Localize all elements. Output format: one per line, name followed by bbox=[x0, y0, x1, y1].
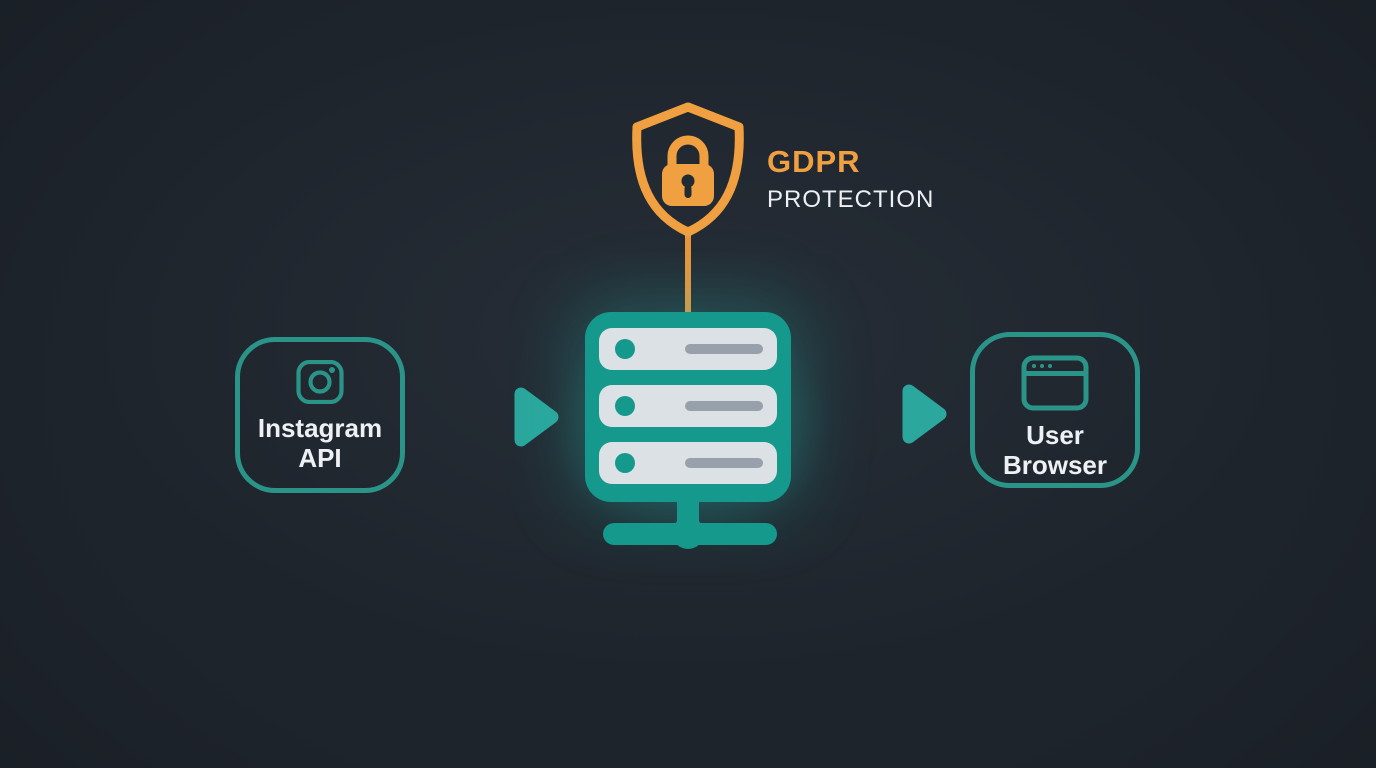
server-bar bbox=[599, 442, 777, 484]
node-label-instagram-api: Instagram API bbox=[257, 413, 383, 473]
shield-lock-icon bbox=[632, 102, 744, 237]
server-icon bbox=[585, 312, 791, 502]
server-led-icon bbox=[615, 396, 635, 416]
server-led-icon bbox=[615, 453, 635, 473]
protection-subtitle: PROTECTION bbox=[767, 186, 935, 213]
node-user-browser: User Browser bbox=[970, 332, 1140, 488]
arrow-right-icon bbox=[815, 384, 947, 444]
instagram-icon bbox=[296, 360, 344, 404]
server-bar bbox=[599, 385, 777, 427]
arrow-right-icon bbox=[427, 387, 559, 447]
gdpr-title: GDPR bbox=[767, 144, 861, 179]
server-bar bbox=[599, 328, 777, 370]
server-slot-line bbox=[685, 344, 763, 354]
browser-window-icon bbox=[1021, 355, 1089, 411]
server-slot-line bbox=[685, 458, 763, 468]
server-stand-node bbox=[672, 517, 704, 549]
node-label-user-browser: User Browser bbox=[1002, 420, 1108, 480]
server-led-icon bbox=[615, 339, 635, 359]
shield-badge-text: GDPR PROTECTION bbox=[767, 144, 934, 214]
node-instagram-api: Instagram API bbox=[235, 337, 405, 493]
shield-connector-line bbox=[685, 231, 691, 315]
server-slot-line bbox=[685, 401, 763, 411]
